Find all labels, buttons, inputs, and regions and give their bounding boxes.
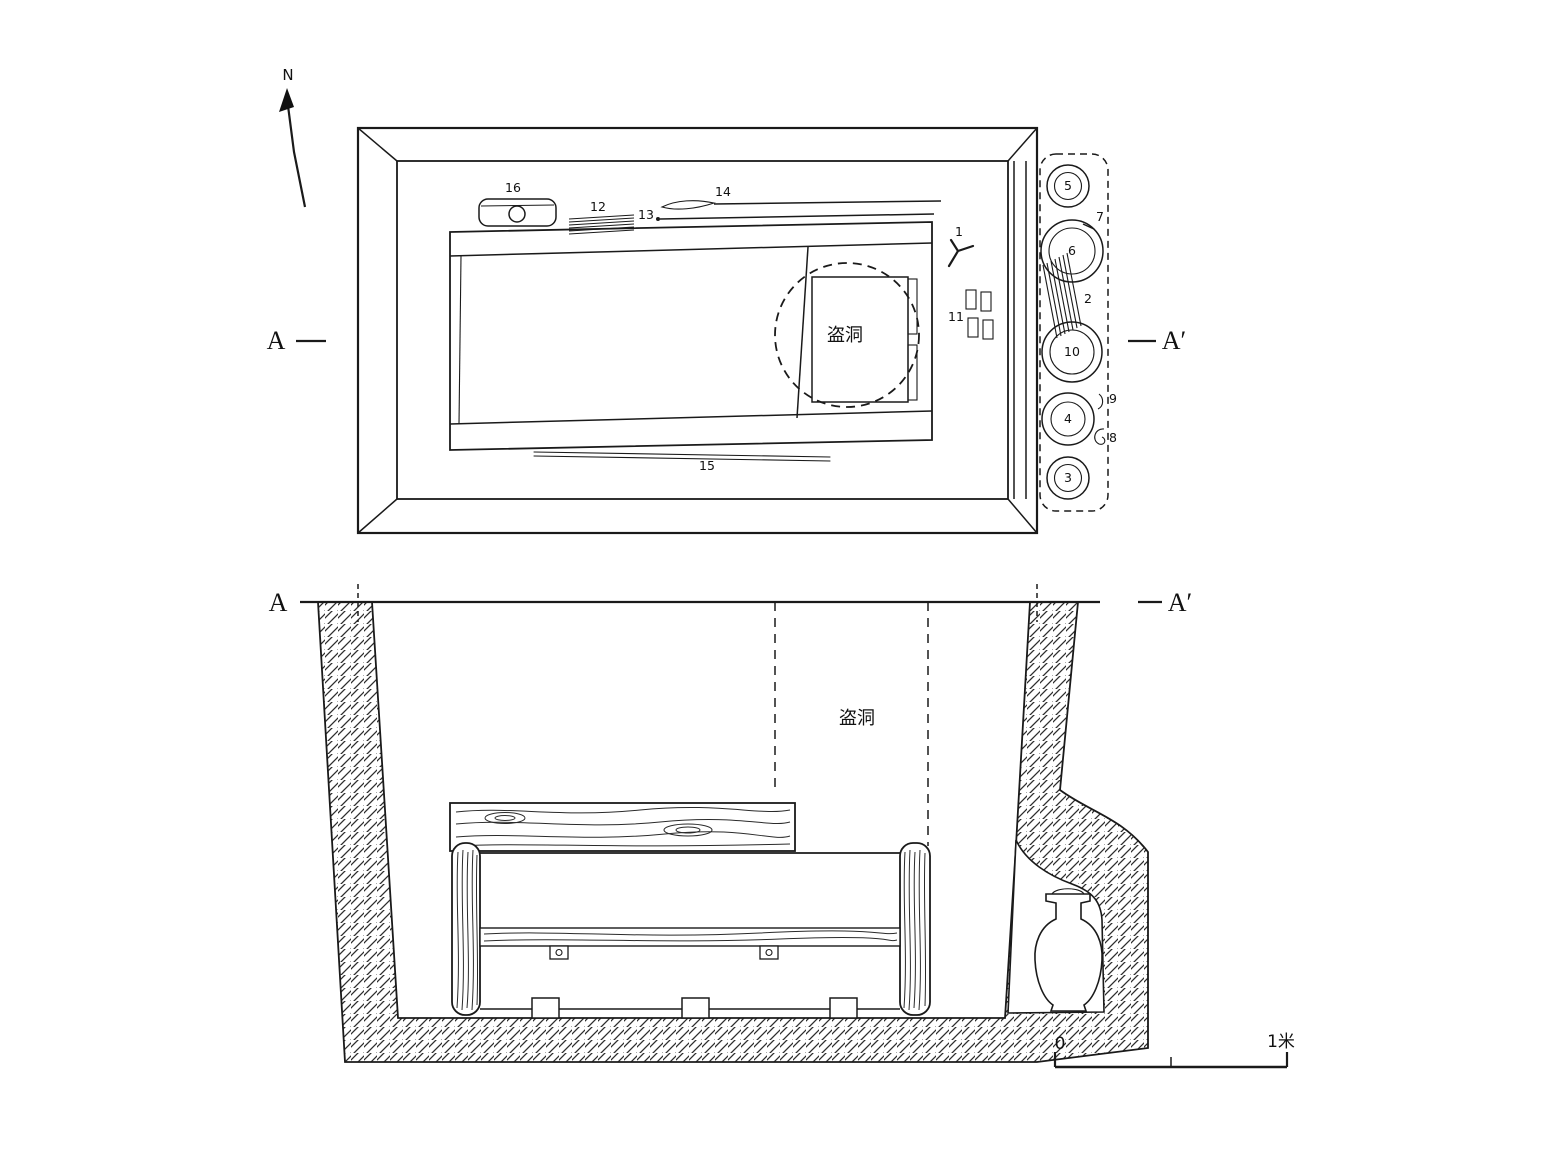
vessel-5-outer xyxy=(1046,164,1090,208)
vessel-4-label: 4 xyxy=(1064,411,1072,426)
vessel-10-outer xyxy=(1041,321,1103,383)
niche-vessel-body xyxy=(1034,893,1103,1012)
section-marker-a-prime: A′ xyxy=(1168,588,1192,617)
artifact-9-label: 9 xyxy=(1109,391,1117,406)
coffin-foot-2 xyxy=(681,997,710,1019)
plan-section-marker-a-prime: A′ xyxy=(1162,326,1186,355)
artifact-7-label: 7 xyxy=(1096,209,1104,224)
vessel-3-label: 3 xyxy=(1064,470,1072,485)
coffin-left-end-board xyxy=(451,842,481,1016)
artifact-13: 13 xyxy=(638,207,935,222)
plan-robber-hole-label: 盗洞 xyxy=(827,325,863,346)
pit-corner-miter-tr xyxy=(1007,127,1038,162)
pit-corner-miter-tl xyxy=(357,127,398,162)
coffin-foot-3 xyxy=(829,997,858,1019)
pit-corner-miter-bl xyxy=(357,498,398,534)
artifact-15: 15 xyxy=(533,451,831,473)
artifact-1-shape xyxy=(947,238,975,268)
side-niche-plan: 5 7 6 2 10 9 4 xyxy=(1039,153,1117,512)
north-arrow-shaft xyxy=(285,97,307,208)
scale-bar: 0 1米 xyxy=(1053,1032,1295,1069)
vessel-10-label: 10 xyxy=(1064,344,1080,359)
inner-coffin-side-board-1 xyxy=(907,278,918,335)
plan-section-marker-a: A xyxy=(267,326,286,355)
artifact-14: 14 xyxy=(660,184,942,210)
coffin-floor-fitting-1 xyxy=(549,945,569,960)
artifact-1-label: 1 xyxy=(955,224,963,239)
artifact-11-label: 11 xyxy=(948,309,964,324)
artifact-13-label: 13 xyxy=(638,207,654,222)
section-marker-a: A xyxy=(269,588,288,617)
artifact-1: 1 xyxy=(947,224,975,268)
artifact-2-arrow-bundle xyxy=(1042,252,1082,339)
chamber-top-plank-line xyxy=(449,242,933,257)
artifact-8-shape xyxy=(1094,428,1106,445)
tomb-plan-view: 盗洞 16 12 14 13 1 xyxy=(267,126,1186,535)
coffin-lid-plank xyxy=(449,802,796,852)
artifact-12: 12 xyxy=(568,199,635,235)
artifact-2-label: 2 xyxy=(1084,291,1092,306)
artifact-8-label: 8 xyxy=(1109,430,1117,445)
north-arrow: N xyxy=(279,66,307,208)
chamber-outline xyxy=(449,221,933,451)
inner-coffin-side-board-2 xyxy=(907,344,918,401)
niche-dashed-outline xyxy=(1039,153,1109,512)
scale-bar-meter-label: 1米 xyxy=(1267,1032,1295,1052)
artifact-16: 16 xyxy=(478,180,557,227)
coffin-floor-fitting-2 xyxy=(759,945,779,960)
pit-corner-miter-br xyxy=(1007,498,1038,534)
niche-vessel-lid xyxy=(1051,888,1085,895)
vessel-6-label: 6 xyxy=(1068,243,1076,258)
coffin-floor-board xyxy=(479,927,901,947)
artifact-12-label: 12 xyxy=(590,199,606,214)
coffin-section xyxy=(449,802,931,1019)
vessel-5-label: 5 xyxy=(1064,178,1072,193)
artifact-14-shaft xyxy=(713,200,942,205)
niche-vessel-section xyxy=(1034,888,1103,1012)
artifact-14-spearhead xyxy=(660,200,717,210)
robber-hole-circle xyxy=(774,262,920,408)
artifact-16-ring xyxy=(508,205,526,223)
north-label: N xyxy=(282,66,293,84)
artifact-9-shape xyxy=(1097,393,1104,410)
vessel-3-outer xyxy=(1046,456,1090,500)
vessel-6-outer xyxy=(1040,219,1104,283)
coffin-foot-1 xyxy=(531,997,560,1019)
pit-outer-edge xyxy=(356,126,1039,535)
artifact-13-shaft xyxy=(659,213,935,220)
vessel-4-outer xyxy=(1041,392,1095,446)
artifact-15-label: 15 xyxy=(699,458,715,473)
tomb-section-view: A A′ 盗洞 xyxy=(269,584,1192,1063)
inner-coffin-outline xyxy=(811,276,909,403)
pit-inner-edge xyxy=(396,160,1009,500)
north-arrow-head xyxy=(279,88,294,112)
burial-chamber: 盗洞 xyxy=(449,221,933,451)
scale-bar-zero-label: 0 xyxy=(1055,1034,1066,1054)
artifact-16-label: 16 xyxy=(505,180,521,195)
artifact-14-label: 14 xyxy=(715,184,731,199)
artifact-13-tip xyxy=(656,217,660,221)
chamber-lid-edge-line xyxy=(796,246,809,419)
chamber-bottom-plank-line xyxy=(449,410,933,425)
artifact-11: 11 xyxy=(948,289,994,340)
coffin-right-end-board xyxy=(899,842,931,1016)
chamber-left-wall-line xyxy=(458,255,462,425)
section-robber-hole-label: 盗洞 xyxy=(839,708,875,729)
